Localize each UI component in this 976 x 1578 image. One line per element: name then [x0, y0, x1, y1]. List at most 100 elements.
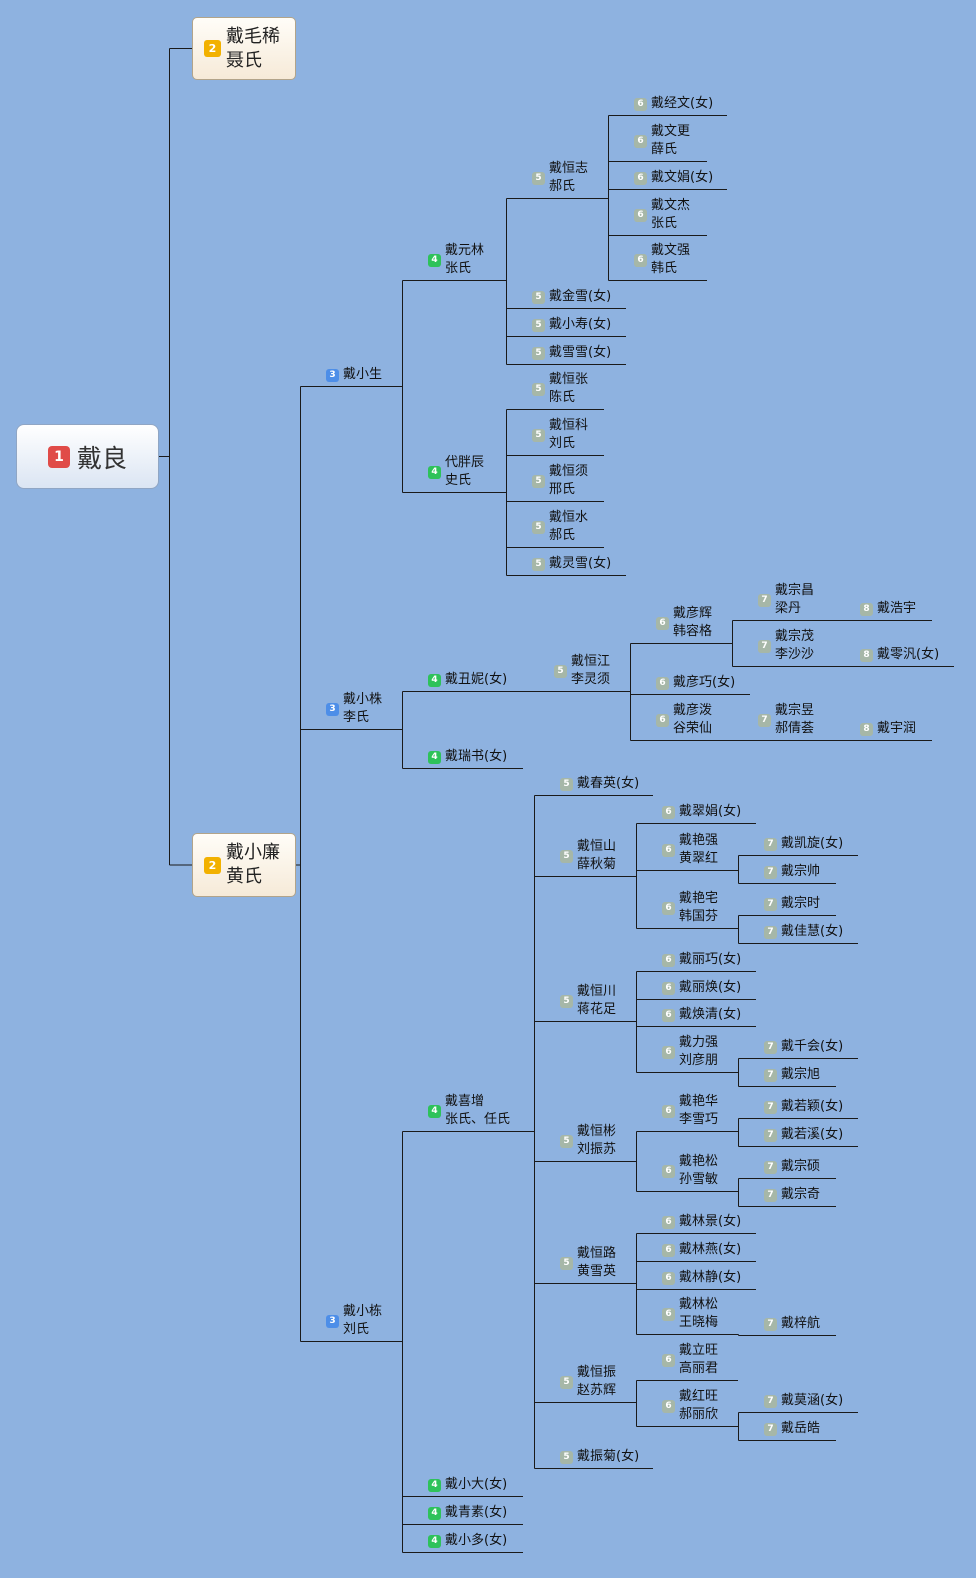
level-badge: 6: [662, 1104, 675, 1118]
level-badge: 4: [428, 673, 441, 687]
person-node[interactable]: 4 代胖辰史氏: [428, 454, 484, 490]
level-badge: 6: [662, 843, 675, 857]
spouse-name: 张氏、任氏: [445, 1112, 511, 1127]
node-label: 戴彦巧(女): [673, 674, 735, 692]
level-badge: 7: [764, 1100, 777, 1114]
person-name: 戴凯旋(女): [781, 836, 844, 851]
person-name: 戴丽巧(女): [679, 952, 742, 967]
person-name: 戴恒水: [549, 510, 589, 525]
person-name: 戴莫涵(女): [781, 1393, 844, 1408]
person-name: 戴振菊(女): [577, 1449, 640, 1464]
spouse-name: 聂氏: [226, 49, 262, 71]
level-badge: 5: [532, 520, 545, 534]
spouse-name: 郝氏: [549, 528, 576, 543]
level-badge: 4: [428, 465, 441, 479]
level-badge: 5: [532, 346, 545, 360]
node-label: 代胖辰史氏: [445, 454, 484, 490]
person-node[interactable]: 5 戴恒水郝氏: [532, 509, 588, 545]
node-label: 戴小大(女): [445, 1476, 507, 1494]
person-name: 戴小大(女): [445, 1477, 508, 1492]
person-name: 戴宗硕: [781, 1159, 821, 1174]
level-badge: 5: [560, 1375, 573, 1389]
level-badge: 5: [532, 428, 545, 442]
level-badge: 4: [428, 1506, 441, 1520]
person-name: 戴小株: [343, 692, 383, 707]
person-name: 戴小栋: [343, 1304, 383, 1319]
level-badge: 5: [554, 664, 567, 678]
person-name: 戴翠娟(女): [679, 804, 742, 819]
